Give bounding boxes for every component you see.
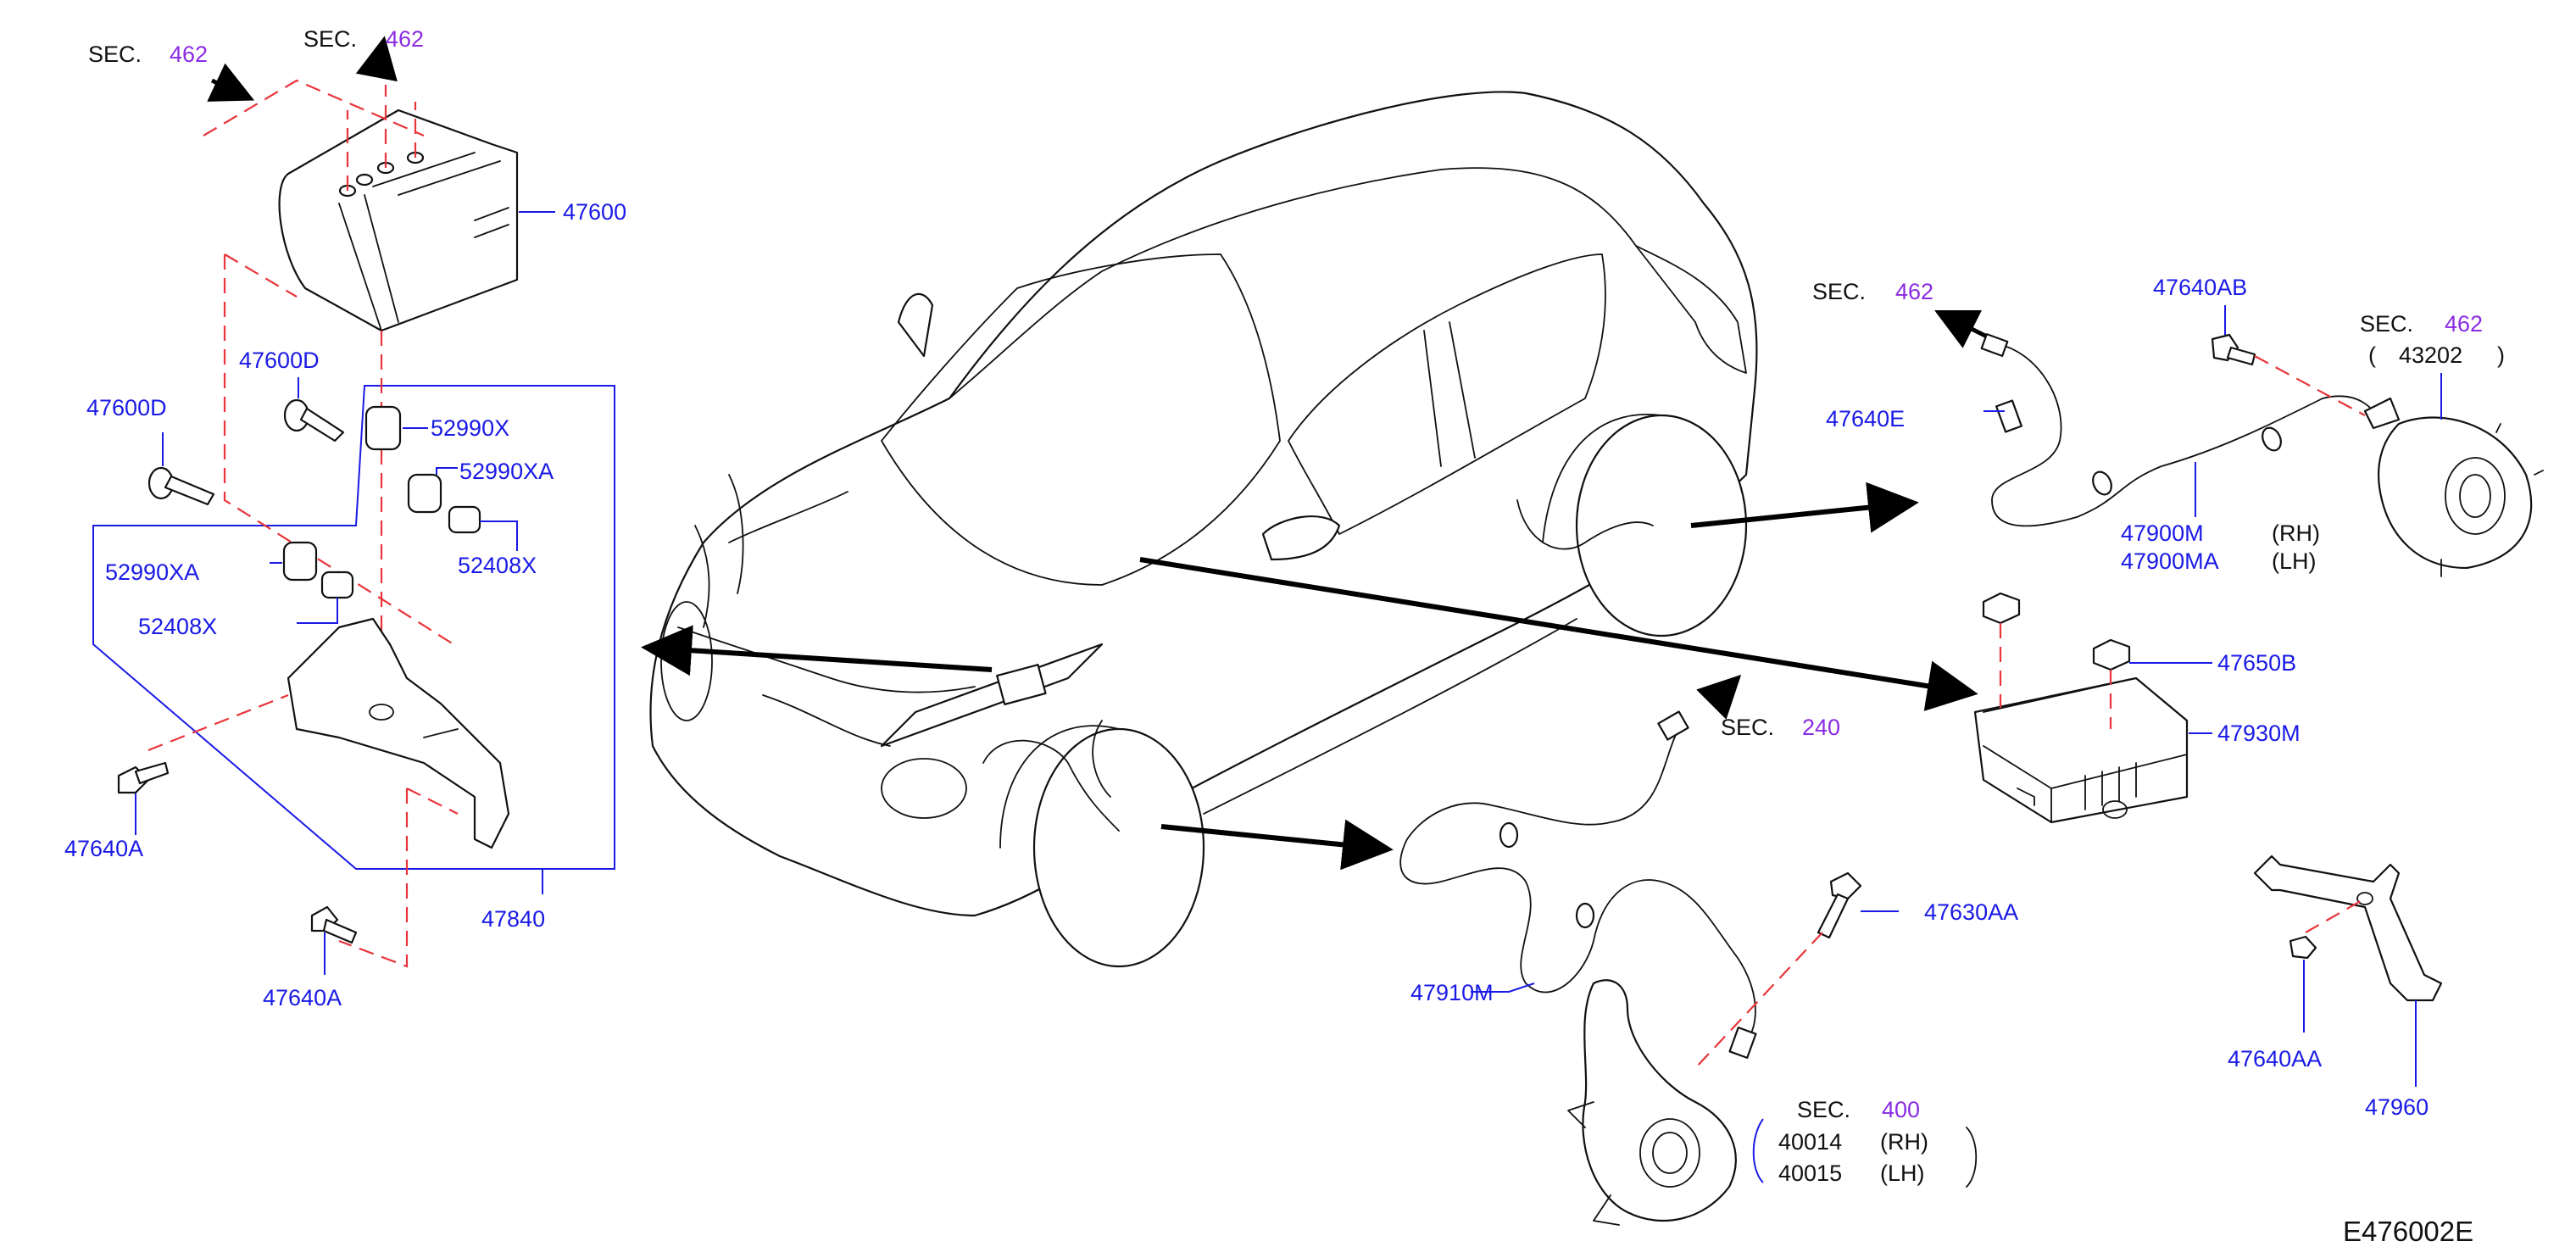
section-label: SEC. xyxy=(2360,311,2413,337)
part-number-40015[interactable]: 40015 xyxy=(1778,1161,1842,1186)
section-label: SEC. xyxy=(303,26,357,52)
bushing-52990X xyxy=(364,405,428,451)
abs-actuator-group xyxy=(92,79,615,975)
bolt-47600D-lower xyxy=(147,432,215,506)
part-number-47630AA[interactable]: 47630AA xyxy=(1924,899,2018,925)
part-number-47640A[interactable]: 47640A xyxy=(263,985,342,1010)
part-number-52408X[interactable]: 52408X xyxy=(138,614,217,639)
part-number-47910M[interactable]: 47910M xyxy=(1410,980,1494,1005)
leader-arrows xyxy=(207,36,1994,871)
side-rh: (RH) xyxy=(2272,520,2320,546)
collar-52408X-lower xyxy=(297,571,354,624)
part-number-47640A[interactable]: 47640A xyxy=(64,836,143,861)
bolt-47600D-upper xyxy=(283,377,345,443)
section-ref-240[interactable]: 240 xyxy=(1802,715,1840,740)
side-lh: (LH) xyxy=(1880,1161,1925,1186)
part-number-47640AB[interactable]: 47640AB xyxy=(2153,275,2247,300)
steering-knuckle xyxy=(1582,979,1737,1222)
abs-actuator-unit xyxy=(278,109,519,332)
bracket-close-shape xyxy=(1966,1127,1978,1188)
bolt-47630AA xyxy=(1817,871,1899,939)
nut-47650B-right xyxy=(2092,638,2212,671)
side-lh: (LH) xyxy=(2272,548,2317,574)
vehicle-illustration xyxy=(649,91,1758,968)
collar-52408X-upper xyxy=(448,505,518,551)
bolt-47640A-lower xyxy=(310,905,358,975)
part-number-47960[interactable]: 47960 xyxy=(2365,1094,2429,1120)
bracket-open: ( xyxy=(2368,342,2376,368)
bracket-47960 xyxy=(2253,854,2443,1002)
part-number-47900MA[interactable]: 47900MA xyxy=(2121,548,2219,574)
side-rh: (RH) xyxy=(1880,1129,1928,1155)
abs-bracket xyxy=(287,617,510,849)
section-ref-462[interactable]: 462 xyxy=(386,26,424,52)
section-ref-400[interactable]: 400 xyxy=(1882,1097,1920,1122)
part-number-47840[interactable]: 47840 xyxy=(481,906,545,932)
part-number-47640E[interactable]: 47640E xyxy=(1826,406,1905,431)
part-number-40014[interactable]: 40014 xyxy=(1778,1129,1842,1155)
part-number-52990XA[interactable]: 52990XA xyxy=(459,459,554,484)
bracket-47960-group xyxy=(2253,854,2443,1087)
section-ref-462[interactable]: 462 xyxy=(170,42,208,67)
diagram-code: E476002E xyxy=(2343,1216,2473,1247)
part-number-52408X[interactable]: 52408X xyxy=(458,553,537,578)
part-number-47640AA[interactable]: 47640AA xyxy=(2228,1046,2322,1072)
part-number-47600D[interactable]: 47600D xyxy=(239,348,320,373)
bracket-group-frame xyxy=(92,385,615,870)
bushing-52990XA-lower xyxy=(270,541,318,582)
section-label: SEC. xyxy=(1812,279,1866,304)
section-label: SEC. xyxy=(1721,715,1774,740)
part-number-52990X[interactable]: 52990X xyxy=(431,415,509,441)
bolt-47640A-upper xyxy=(117,761,170,835)
bushing-52990XA-upper xyxy=(407,467,458,514)
front-sensor-group xyxy=(1399,710,1899,1226)
section-ref-462[interactable]: 462 xyxy=(1895,279,1933,304)
part-number-47600D[interactable]: 47600D xyxy=(86,395,167,420)
bolt-47640AA xyxy=(2289,935,2317,1033)
part-number-47900M[interactable]: 47900M xyxy=(2121,520,2204,546)
rear-hub xyxy=(2377,416,2533,570)
rear-wheel-speed-sensor-harness xyxy=(1991,342,2383,527)
yaw-rate-sensor-group xyxy=(1973,592,2212,824)
part-number-47600[interactable]: 47600 xyxy=(563,199,626,225)
part-number-47650B[interactable]: 47650B xyxy=(2217,650,2296,676)
part-number-47930M[interactable]: 47930M xyxy=(2217,721,2301,746)
part-number-43202[interactable]: 43202 xyxy=(2399,342,2462,368)
yaw-rate-sensor xyxy=(1973,676,2189,824)
front-wheel-speed-sensor-harness xyxy=(1399,728,1756,1044)
bracket-close: ) xyxy=(2497,342,2505,368)
nut-47650B-left xyxy=(1982,592,2021,625)
section-ref-462[interactable]: 462 xyxy=(2445,311,2483,337)
section-label: SEC. xyxy=(88,42,142,67)
bolt-47640AB xyxy=(2211,305,2256,366)
rear-sensor-group xyxy=(1980,305,2544,577)
section-label: SEC. xyxy=(1797,1097,1850,1122)
part-number-52990XA[interactable]: 52990XA xyxy=(105,559,199,585)
labels: SEC. 462 SEC. 462 47600 47600D 47600D 52… xyxy=(64,26,2505,1247)
